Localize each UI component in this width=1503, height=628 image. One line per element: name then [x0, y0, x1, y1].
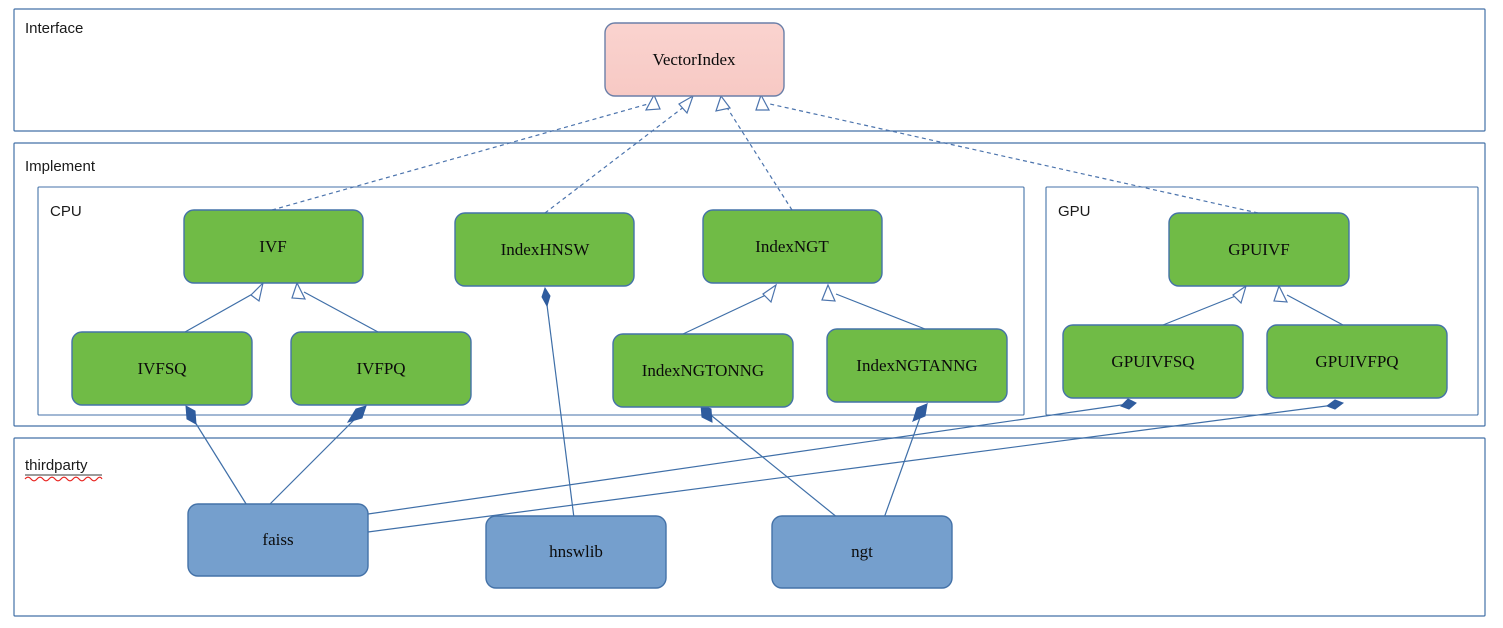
node-label-hnswlib: hnswlib [549, 542, 603, 561]
edge-composition-hnswlib-indexhnsw [541, 286, 575, 519]
edge-inheritance-gpuivfpq-gpuivf [1273, 284, 1344, 326]
container-thirdparty: thirdparty [13, 437, 1486, 617]
node-label-ivfsq: IVFSQ [137, 359, 186, 378]
edge-composition-faiss-ivfsq [185, 405, 249, 508]
node-label-faiss: faiss [262, 530, 293, 549]
container-label-implement: Implement [25, 158, 96, 175]
edge-composition-faiss-gpuivfpq [367, 399, 1345, 533]
node-label-indexhnsw: IndexHNSW [501, 240, 591, 259]
node-label-gpuivf: GPUIVF [1228, 240, 1289, 259]
edge-composition-ngt-indexngtonng [700, 404, 839, 519]
edge-composition-faiss-ivfpq [267, 405, 367, 507]
edge-realization-indexngt-vectorindex [715, 94, 793, 211]
edge-realization-ivf-vectorindex [271, 93, 661, 211]
node-indexngt[interactable]: IndexNGT [702, 209, 883, 284]
node-indexhnsw[interactable]: IndexHNSW [454, 212, 635, 287]
node-ivf[interactable]: IVF [183, 209, 364, 284]
node-label-indexngtanng: IndexNGTANNG [856, 356, 977, 375]
container-label-interface: Interface [25, 20, 83, 37]
node-ivfpq[interactable]: IVFPQ [290, 331, 472, 406]
node-label-gpuivfsq: GPUIVFSQ [1111, 352, 1194, 371]
node-vectorindex[interactable]: VectorIndex [604, 22, 785, 97]
node-gpuivfsq[interactable]: GPUIVFSQ [1062, 324, 1244, 399]
node-label-vectorindex: VectorIndex [652, 50, 736, 69]
spellcheck-squiggle [24, 476, 103, 482]
edge-composition-ngt-indexngtanng [883, 402, 929, 519]
node-hnswlib[interactable]: hnswlib [485, 515, 667, 589]
edge-realization-gpuivf-vectorindex [755, 93, 1259, 214]
node-ivfsq[interactable]: IVFSQ [71, 331, 253, 406]
node-label-ngt: ngt [851, 542, 873, 561]
node-indexngtanng[interactable]: IndexNGTANNG [826, 328, 1008, 403]
node-label-indexngt: IndexNGT [755, 237, 829, 256]
container-label-cpu: CPU [50, 203, 82, 220]
edge-inheritance-indexngtanng-indexngt [821, 283, 926, 330]
edge-inheritance-ivfpq-ivf [291, 281, 379, 333]
edge-inheritance-gpuivfsq-gpuivf [1162, 284, 1248, 326]
node-label-indexngtonng: IndexNGTONNG [642, 361, 764, 380]
edge-composition-faiss-gpuivfsq [367, 398, 1137, 515]
container-label-gpu: GPU [1058, 203, 1091, 220]
node-label-ivf: IVF [259, 237, 286, 256]
edge-inheritance-indexngtonng-indexngt [682, 283, 778, 335]
edge-inheritance-ivfsq-ivf [184, 281, 265, 333]
node-ngt[interactable]: ngt [771, 515, 953, 589]
node-gpuivf[interactable]: GPUIVF [1168, 212, 1350, 287]
node-label-gpuivfpq: GPUIVFPQ [1315, 352, 1398, 371]
node-indexngtonng[interactable]: IndexNGTONNG [612, 333, 794, 408]
edge-realization-indexhnsw-vectorindex [544, 94, 695, 214]
node-faiss[interactable]: faiss [187, 503, 369, 577]
node-gpuivfpq[interactable]: GPUIVFPQ [1266, 324, 1448, 399]
node-label-ivfpq: IVFPQ [356, 359, 405, 378]
container-label-thirdparty: thirdparty [25, 457, 88, 474]
